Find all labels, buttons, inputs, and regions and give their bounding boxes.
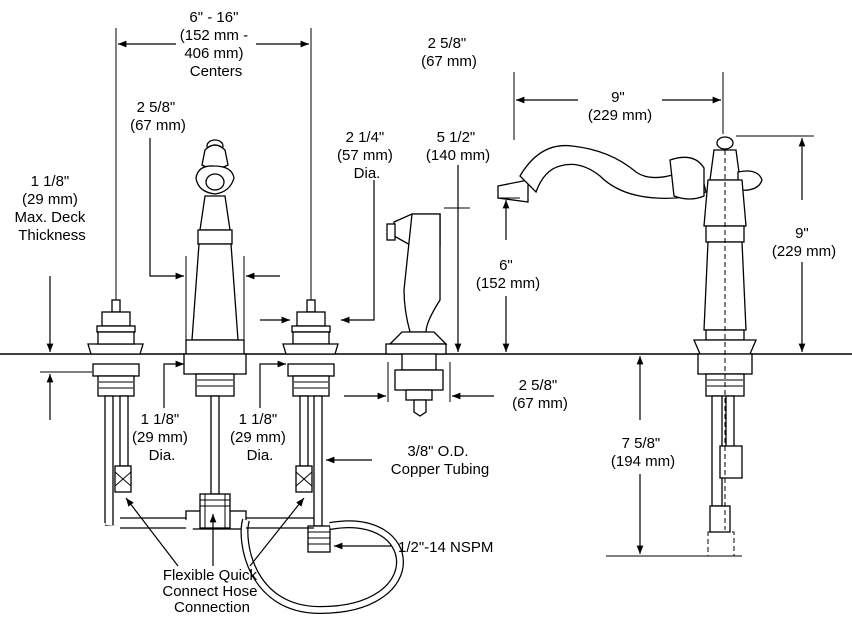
spout-reach-label: 9" (229 mm)	[588, 89, 652, 124]
left-hole-label: 1 1/8" (29 mm) Dia.	[132, 411, 192, 464]
deck-thickness-label: 1 1/8" (29 mm) Max. Deck Thickness	[14, 173, 89, 244]
centers-label: 6" - 16" (152 mm - 406 mm) Centers	[180, 9, 253, 80]
mid-hole-label: 1 1/8" (29 mm) Dia.	[230, 411, 290, 464]
valve-height-label: 6" (152 mm)	[476, 257, 540, 292]
handle-dia-label: 2 5/8" (67 mm)	[130, 99, 186, 134]
nspm-label: 1/2"-14 NSPM	[398, 539, 493, 556]
sprayer	[385, 213, 448, 417]
hose-connection	[185, 493, 247, 530]
dimension-lines	[40, 28, 814, 567]
left-valve	[87, 299, 144, 553]
hose-connection-label: Flexible Quick Connect Hose Connection	[162, 567, 261, 616]
sprayer-dia-label: 2 1/4" (57 mm) Dia.	[337, 129, 397, 182]
aerator-dim-label: 2 5/8" (67 mm)	[421, 35, 477, 70]
spout	[497, 136, 763, 557]
sprayer-height-label: 5 1/2" (140 mm)	[426, 129, 490, 164]
holder-dia-label: 2 5/8" (67 mm)	[512, 377, 568, 412]
right-valve	[282, 299, 339, 553]
below-deck-label: 7 5/8" (194 mm)	[611, 435, 675, 470]
copper-tubing-label: 3/8" O.D. Copper Tubing	[391, 443, 489, 478]
spout-height-label: 9" (229 mm)	[772, 225, 836, 260]
supply-loops	[36, 517, 404, 615]
center-handle	[183, 139, 247, 495]
dimension-labels: 6" - 16" (152 mm - 406 mm) Centers 2 5/8…	[14, 9, 836, 616]
